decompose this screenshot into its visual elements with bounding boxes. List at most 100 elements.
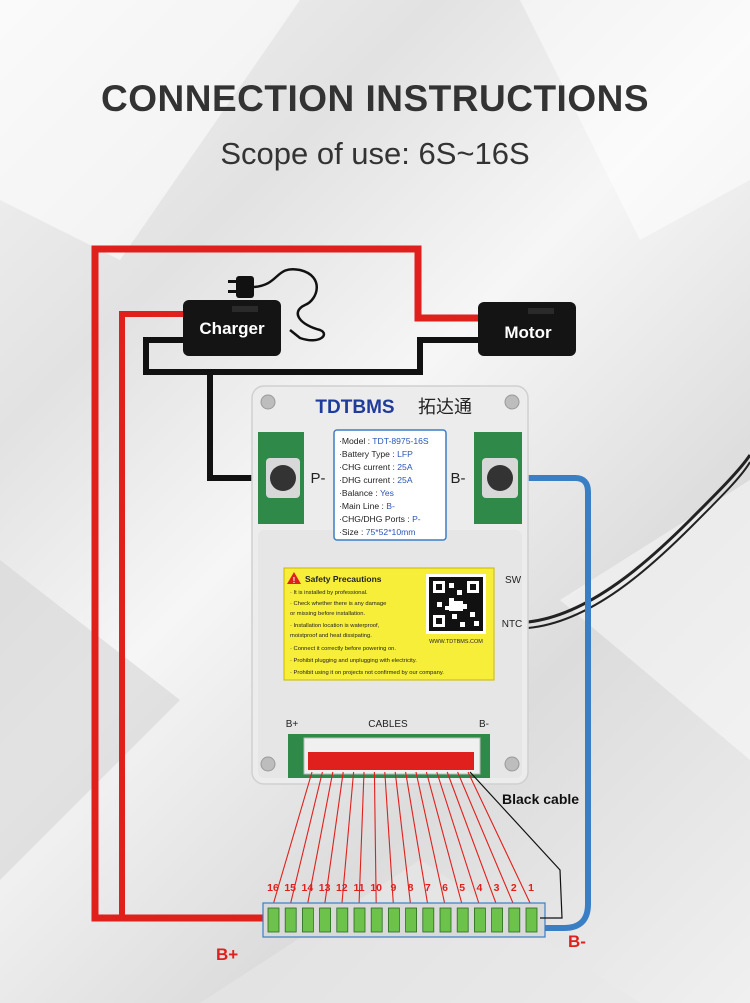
svg-text:·Balance : Yes: ·Balance : Yes: [339, 488, 394, 498]
spec-key: ·CHG/DHG Ports :: [339, 514, 412, 524]
cell-number: 10: [370, 882, 382, 894]
balance-wire: [358, 771, 365, 906]
safety-item: · Prohibit using it on projects not conf…: [290, 670, 444, 676]
balance-wire: [289, 771, 323, 906]
cell-14: [301, 907, 314, 933]
cell-number: 11: [353, 882, 364, 894]
p-minus-label: P-: [311, 470, 326, 487]
spec-key: ·Battery Type :: [339, 449, 397, 459]
cell-5: [456, 907, 469, 933]
cell-number: 4: [476, 882, 482, 894]
qr-code: [426, 574, 486, 634]
page-title: CONNECTION INSTRUCTIONS: [101, 78, 649, 119]
red-wire-charger-bplus: [119, 311, 186, 918]
cell-10: [370, 907, 383, 933]
cell-1: [525, 907, 538, 933]
svg-text:·CHG current : 25A: ·CHG current : 25A: [339, 462, 413, 472]
board-screws: [260, 394, 520, 772]
cell-6: [439, 907, 452, 933]
charger-label: Charger: [199, 319, 265, 338]
cell-number: 14: [302, 882, 314, 894]
svg-text:·CHG/DHG Ports : P-: ·CHG/DHG Ports : P-: [339, 514, 421, 524]
safety-item: or missing before installation.: [290, 611, 365, 617]
b-minus-label: B-: [451, 470, 466, 487]
cell-11: [353, 907, 366, 933]
b-terminal-screw: [487, 465, 513, 491]
safety-item: · Check whether there is any damage: [290, 601, 386, 607]
warning-icon: !: [287, 572, 301, 585]
safety-items: · It is installed by professional. · Che…: [290, 590, 444, 676]
svg-text:·Model : TDT-8975-16S: ·Model : TDT-8975-16S: [339, 436, 429, 446]
spec-value: 25A: [397, 462, 413, 472]
spec-label: [333, 429, 447, 541]
cell-15: [284, 907, 297, 933]
safety-item: · Installation location is waterproof,: [290, 623, 380, 629]
cable-connector-wires: [308, 752, 474, 770]
balance-wire: [415, 771, 446, 906]
balance-wire: [405, 771, 429, 906]
spec-list: ·Model : TDT-8975-16S ·Battery Type : LF…: [339, 436, 429, 537]
spec-key: ·CHG current :: [339, 462, 397, 472]
balance-wire: [436, 771, 480, 906]
svg-text:·Battery Type : LFP: ·Battery Type : LFP: [339, 449, 413, 459]
motor-label: Motor: [504, 323, 552, 342]
svg-text:·Main Line : B-: ·Main Line : B-: [339, 501, 395, 511]
brand-cn: 拓达通: [418, 397, 472, 417]
cell-13: [319, 907, 332, 933]
cell-number: 3: [494, 882, 500, 894]
qr-url: WWW.TDTBMS.COM: [429, 639, 483, 645]
svg-text:·DHG current : 25A: ·DHG current : 25A: [339, 475, 413, 485]
brand-logo: TDTBMS: [315, 397, 394, 418]
black-cable-line: [469, 771, 563, 919]
safety-item: moistproof and heat dissipating.: [290, 633, 372, 639]
bplus-label: B+: [216, 945, 238, 964]
spec-key: ·Balance :: [339, 488, 380, 498]
spec-value: 75*52*10mm: [366, 527, 416, 537]
ntc-cable: [527, 454, 750, 624]
safety-title: Safety Precautions: [305, 574, 382, 584]
cell-8: [405, 907, 418, 933]
balance-wire: [373, 771, 377, 906]
balance-wire: [306, 771, 334, 906]
spec-key: ·Main Line :: [339, 501, 386, 511]
page-subtitle: Scope of use: 6S~16S: [220, 136, 530, 171]
spec-key: ·Size :: [339, 527, 366, 537]
motor-device: Motor: [478, 302, 576, 356]
cell-7: [422, 907, 435, 933]
charger-device: Charger: [183, 300, 281, 356]
balance-wires: [272, 771, 532, 906]
cell-number: 8: [408, 882, 414, 894]
svg-text:!: !: [293, 576, 296, 585]
cell-2: [508, 907, 521, 933]
balance-wire: [384, 771, 394, 906]
spec-value: TDT-8975-16S: [372, 436, 429, 446]
bminus-label: B-: [568, 932, 586, 951]
cell-number: 6: [442, 882, 448, 894]
cables-bplus-label: B+: [286, 719, 299, 730]
cell-number: 15: [284, 882, 296, 894]
cell-16: [267, 907, 280, 933]
blue-wire-bminus: [502, 475, 591, 931]
cell-number: 1: [528, 882, 534, 894]
balance-wire: [425, 771, 463, 906]
black-wire-motor: [210, 337, 480, 375]
balance-wire: [457, 771, 515, 906]
balance-wire: [467, 771, 532, 906]
balance-wire: [446, 771, 498, 906]
bms-board: TDTBMS 拓达通 P- B- ·Model : TDT-8975-16S ·…: [251, 385, 529, 785]
cell-number: 2: [511, 882, 517, 894]
spec-value: B-: [386, 501, 395, 511]
balance-wire: [324, 771, 344, 906]
cell-number: 13: [319, 882, 331, 894]
cell-number: 7: [425, 882, 431, 894]
safety-item: · It is installed by professional.: [290, 590, 368, 596]
black-wire-charger: [143, 337, 275, 481]
spec-key: ·DHG current :: [339, 475, 397, 485]
cell-3: [491, 907, 504, 933]
black-cable-label: Black cable: [502, 791, 579, 807]
spec-value: LFP: [397, 449, 413, 459]
p-terminal-screw: [270, 465, 296, 491]
sw-label: SW: [505, 575, 522, 586]
